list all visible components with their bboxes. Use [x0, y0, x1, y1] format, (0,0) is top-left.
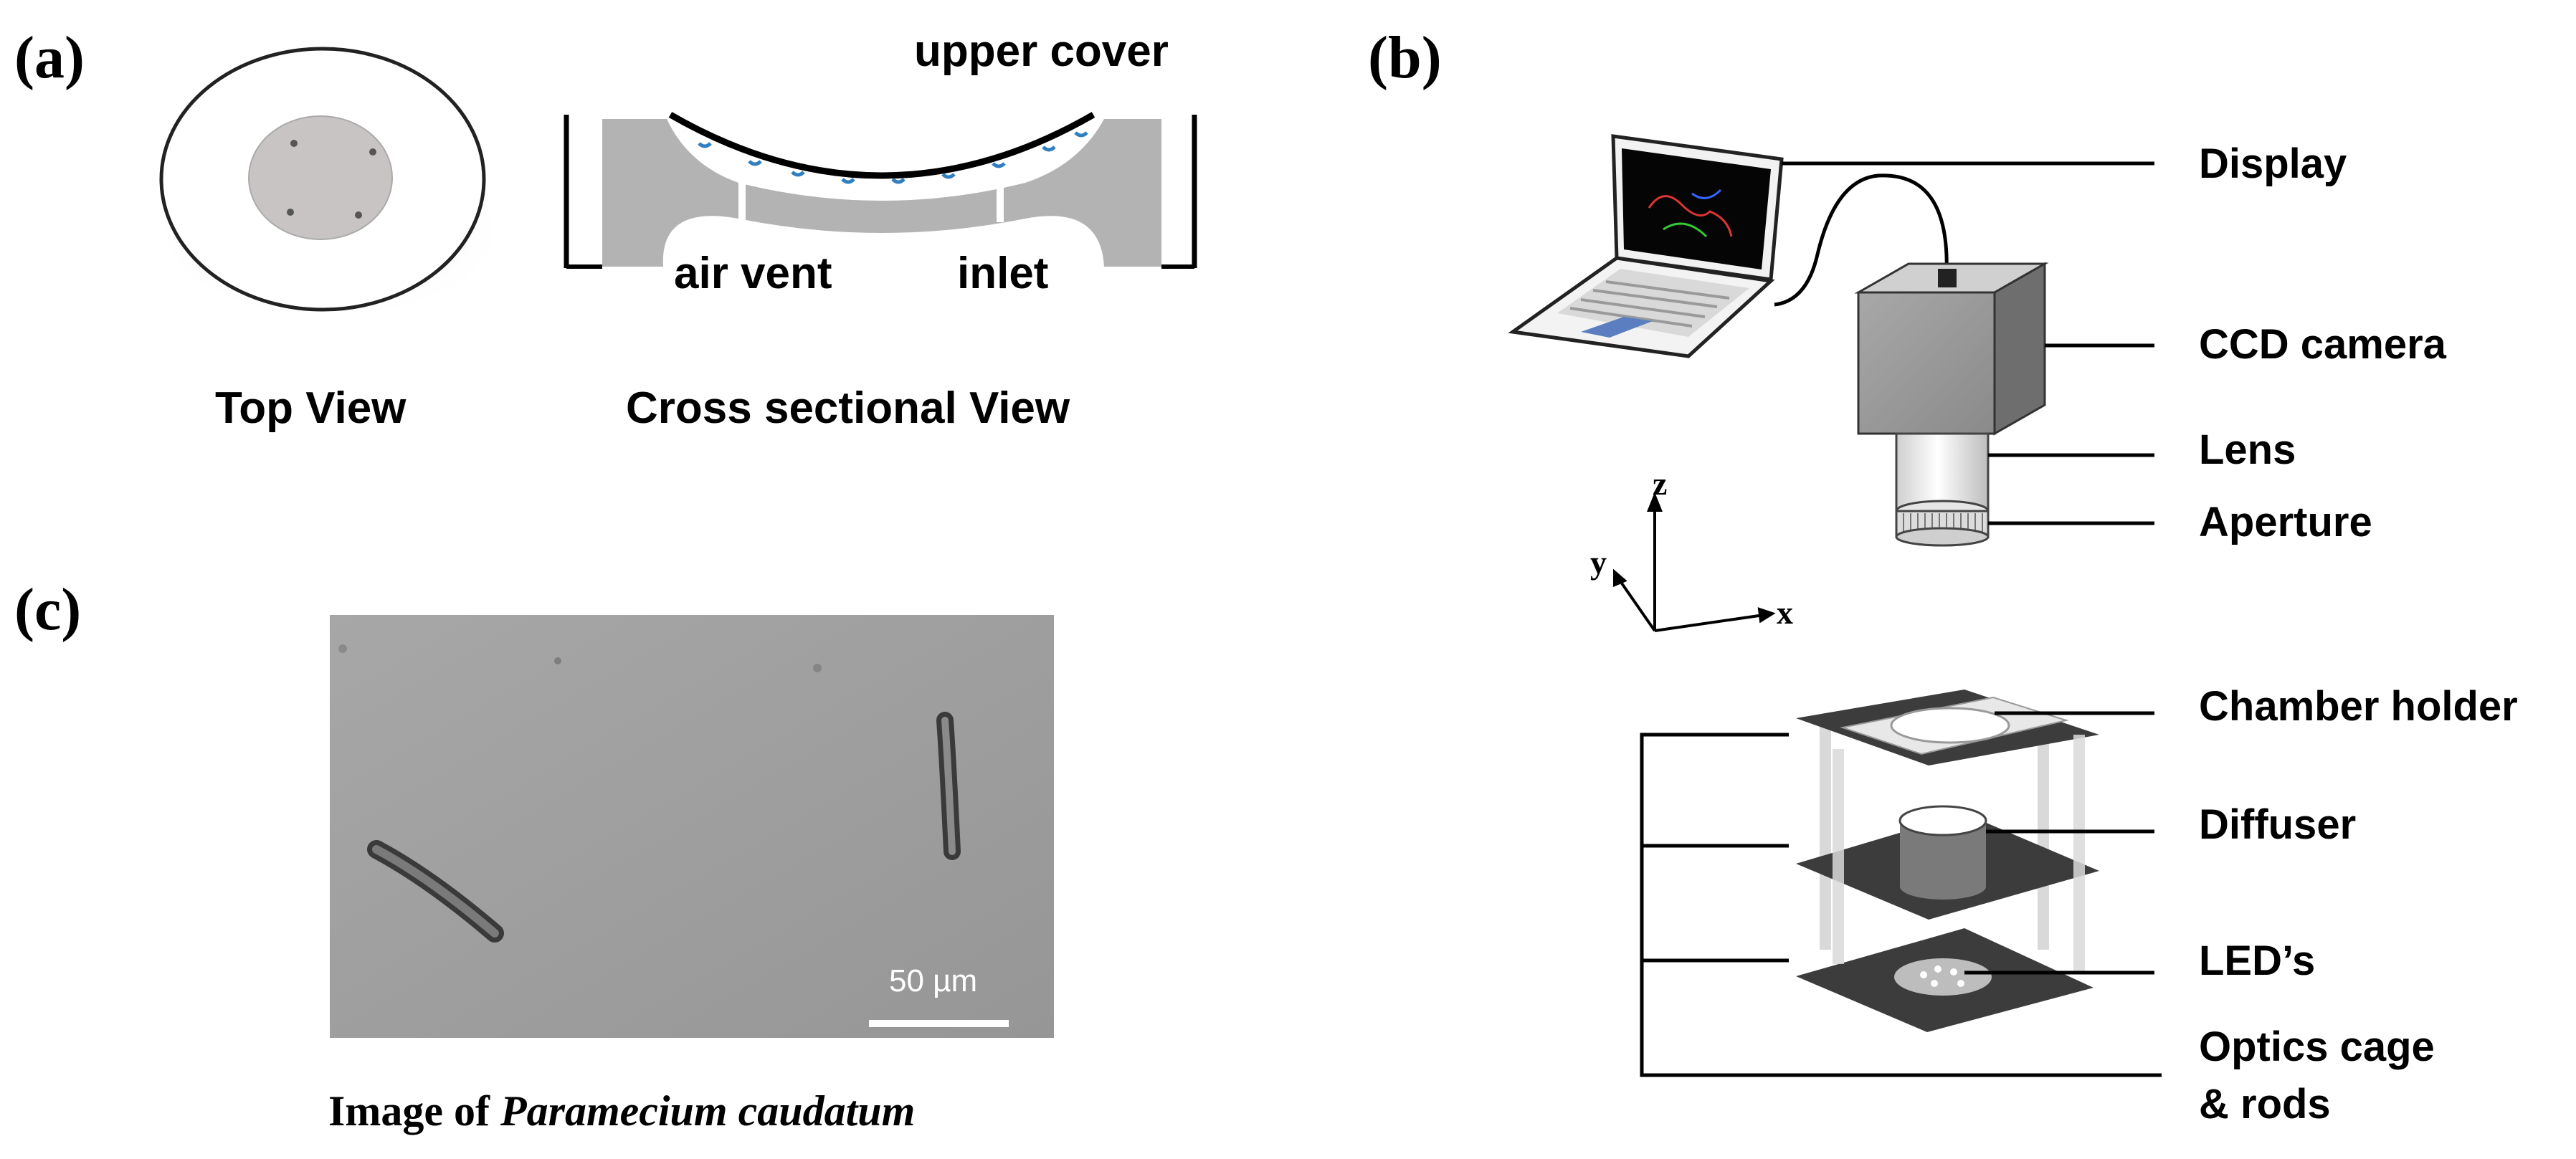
ccd-camera-label: CCD camera: [2199, 321, 2447, 368]
micrograph-caption: Image of Paramecium caudatum: [328, 1087, 915, 1135]
laptop-icon: [1508, 134, 1784, 358]
top-view-label: Top View: [215, 383, 407, 433]
aperture-label: Aperture: [2199, 499, 2372, 545]
top-view-disk: [151, 47, 509, 323]
axis-y-label: y: [1590, 544, 1607, 581]
scale-bar-label: 50 µm: [889, 963, 977, 998]
display-label: Display: [2199, 140, 2347, 187]
leader-lines: [1782, 161, 2154, 975]
inlet-label: inlet: [957, 249, 1048, 298]
caption-prefix: Image of: [328, 1087, 500, 1135]
usb-cable: [1774, 173, 1949, 307]
panel-label-b: (b): [1368, 24, 1442, 91]
ccd-camera-icon: [1854, 262, 2049, 547]
paramecium-micrograph: [330, 615, 1054, 1038]
diffuser-label: Diffuser: [2199, 801, 2356, 848]
cross-view-label: Cross sectional View: [626, 383, 1070, 433]
optics-cage-label-1: Optics cage: [2199, 1024, 2435, 1070]
cross-section-diagram: [564, 112, 1197, 274]
optics-cage-label-2: & rods: [2199, 1081, 2331, 1127]
air-vent-label: air vent: [674, 249, 832, 298]
caption-species: Paramecium caudatum: [500, 1087, 915, 1135]
upper-cover-label: upper cover: [914, 27, 1169, 76]
lens-label: Lens: [2199, 426, 2296, 473]
panel-label-c: (c): [14, 576, 81, 643]
chamber-holder-label: Chamber holder: [2199, 683, 2518, 730]
optics-cage-stack: [1640, 690, 2162, 1077]
leds-label: LED’s: [2199, 938, 2315, 984]
axis-z-label: z: [1653, 465, 1667, 502]
axis-x-label: x: [1777, 594, 1793, 631]
panel-label-a: (a): [14, 24, 85, 91]
xyz-axes: [1613, 492, 1776, 632]
